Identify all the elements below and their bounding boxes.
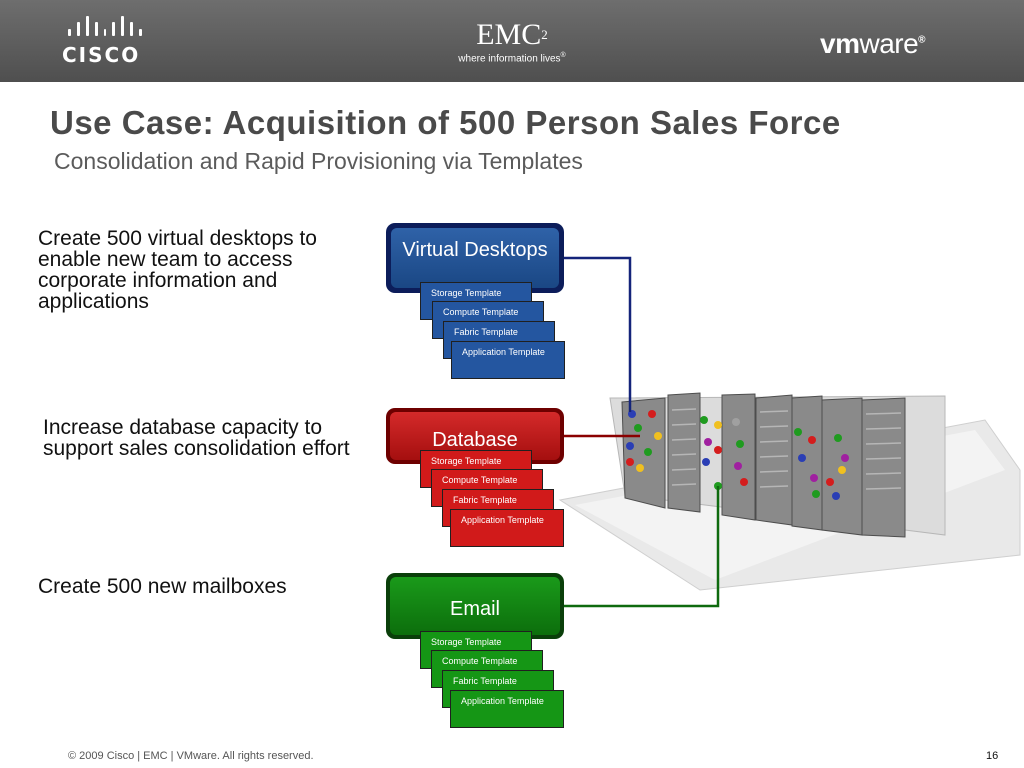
template-label: Application Template: [461, 515, 544, 525]
cisco-logo: cisco: [62, 16, 143, 68]
template-label: Storage Template: [431, 637, 502, 647]
application-template-card[interactable]: Application Template: [450, 509, 564, 547]
application-template-card[interactable]: Application Template: [450, 690, 564, 728]
template-label: Fabric Template: [453, 495, 517, 505]
page-number: 16: [986, 750, 999, 762]
vmware-logo: vmware®: [820, 28, 926, 60]
emc-superscript: 2: [541, 27, 548, 42]
emc-registered-mark: ®: [560, 52, 566, 59]
template-label: Fabric Template: [453, 676, 517, 686]
template-label: Storage Template: [431, 288, 502, 298]
emc-tagline: where information lives: [458, 53, 561, 65]
vmware-registered-mark: ®: [918, 34, 926, 46]
template-label: Storage Template: [431, 456, 502, 466]
use-case-desc-email: Create 500 new mailboxes: [38, 575, 287, 598]
cisco-bars-icon: [62, 16, 143, 36]
template-label: Compute Template: [443, 307, 519, 317]
slide-title: Use Case: Acquisition of 500 Person Sale…: [50, 104, 841, 141]
emc-logo: EMC2 where information lives®: [452, 18, 572, 65]
slide-subtitle: Consolidation and Rapid Provisioning via…: [54, 148, 583, 174]
service-box-desktops[interactable]: Virtual Desktops: [386, 223, 564, 293]
footer-copyright: © 2009 Cisco | EMC | VMware. All rights …: [68, 750, 314, 762]
template-label: Fabric Template: [454, 327, 518, 337]
service-label: Database: [432, 429, 518, 451]
service-box-email[interactable]: Email: [386, 573, 564, 639]
template-label: Compute Template: [442, 475, 518, 485]
use-case-desc-desktops: Create 500 virtual desktops to enable ne…: [38, 227, 317, 313]
header-bar: cisco EMC2 where information lives® vmwa…: [0, 0, 1024, 82]
application-template-card[interactable]: Application Template: [451, 341, 565, 379]
template-label: Application Template: [461, 696, 544, 706]
service-label: Virtual Desktops: [402, 239, 548, 261]
cisco-wordmark: cisco: [62, 43, 141, 67]
emc-wordmark: EMC: [476, 18, 542, 51]
template-label: Compute Template: [442, 656, 518, 666]
vmware-wordmark-ware: ware: [859, 28, 919, 59]
vmware-wordmark-vm: vm: [820, 28, 860, 59]
use-case-desc-database: Increase database capacity to support sa…: [43, 416, 350, 460]
service-label: Email: [449, 598, 500, 620]
template-label: Application Template: [462, 347, 545, 357]
